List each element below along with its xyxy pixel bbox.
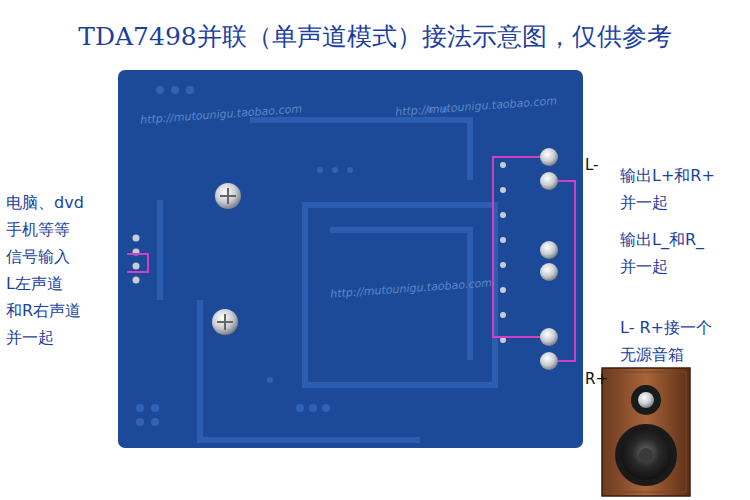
passive-speaker [602,368,690,496]
screw [212,309,238,335]
output-join-wire [493,157,575,361]
input-note: 电脑、dvd 手机等等 信号输入 L左声道 和R右声道 并一起 [6,189,92,351]
screw-slot [217,314,233,330]
output-terminals [540,148,558,370]
pcb-traces [160,120,495,440]
output-note: 输出L_和R_ 并一起 [620,226,742,280]
terminal-label: R+ [585,370,608,388]
watermark: http://mutounigu.taobao.com [395,94,558,118]
speaker-note: L- R+接一个 无源音箱 [620,314,742,368]
diagram-title: TDA7498并联（单声道模式）接法示意图，仅供参考 [0,20,750,53]
output-pad-row [500,162,506,343]
input-join-wire [127,254,148,272]
pcb-pads [136,86,448,426]
pcb-board [118,70,583,448]
screw [215,183,241,209]
input-header-pins [133,235,140,284]
watermark: http://mutounigu.taobao.com [140,102,303,126]
output-note: 输出L+和R+ 并一起 [620,162,742,216]
screw-slot [220,188,236,204]
watermark: http://mutounigu.taobao.com [330,276,493,300]
terminal-label: L- [585,156,599,174]
